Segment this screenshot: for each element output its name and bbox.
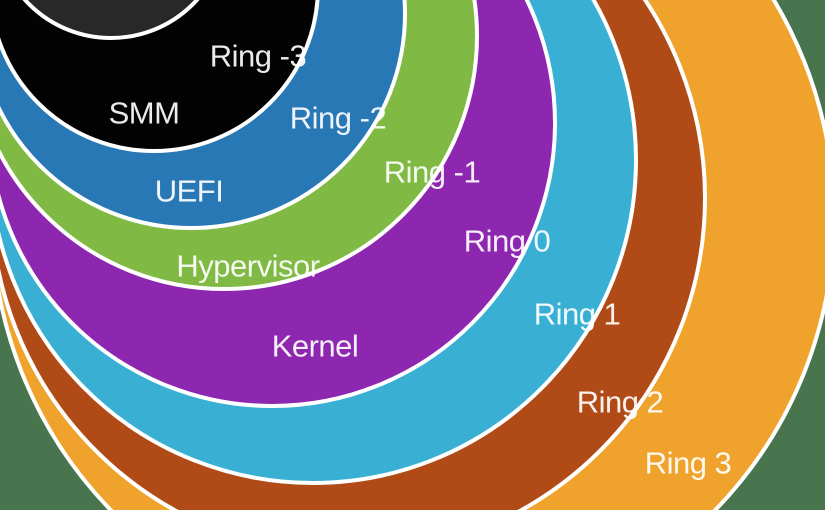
name-label-ring-minus-1: Hypervisor — [176, 249, 319, 284]
ring-label-ring-1: Ring 1 — [534, 297, 621, 332]
ring-label-ring-2: Ring 2 — [577, 385, 664, 420]
ring-label-ring-minus-2: Ring -2 — [290, 101, 386, 136]
ring-label-ring-minus-3: Ring -3 — [210, 39, 306, 74]
ring-label-ring-minus-1: Ring -1 — [384, 155, 480, 190]
name-label-ring-minus-3: SMM — [109, 96, 180, 131]
name-label-ring-0: Kernel — [272, 329, 359, 364]
ring-circle-ring-minus-3 — [0, 0, 320, 153]
ring-label-ring-0: Ring 0 — [464, 224, 551, 259]
name-label-ring-minus-2: UEFI — [155, 174, 224, 209]
ring-label-ring-3: Ring 3 — [645, 446, 732, 481]
ring-circle-core — [22, 0, 200, 40]
